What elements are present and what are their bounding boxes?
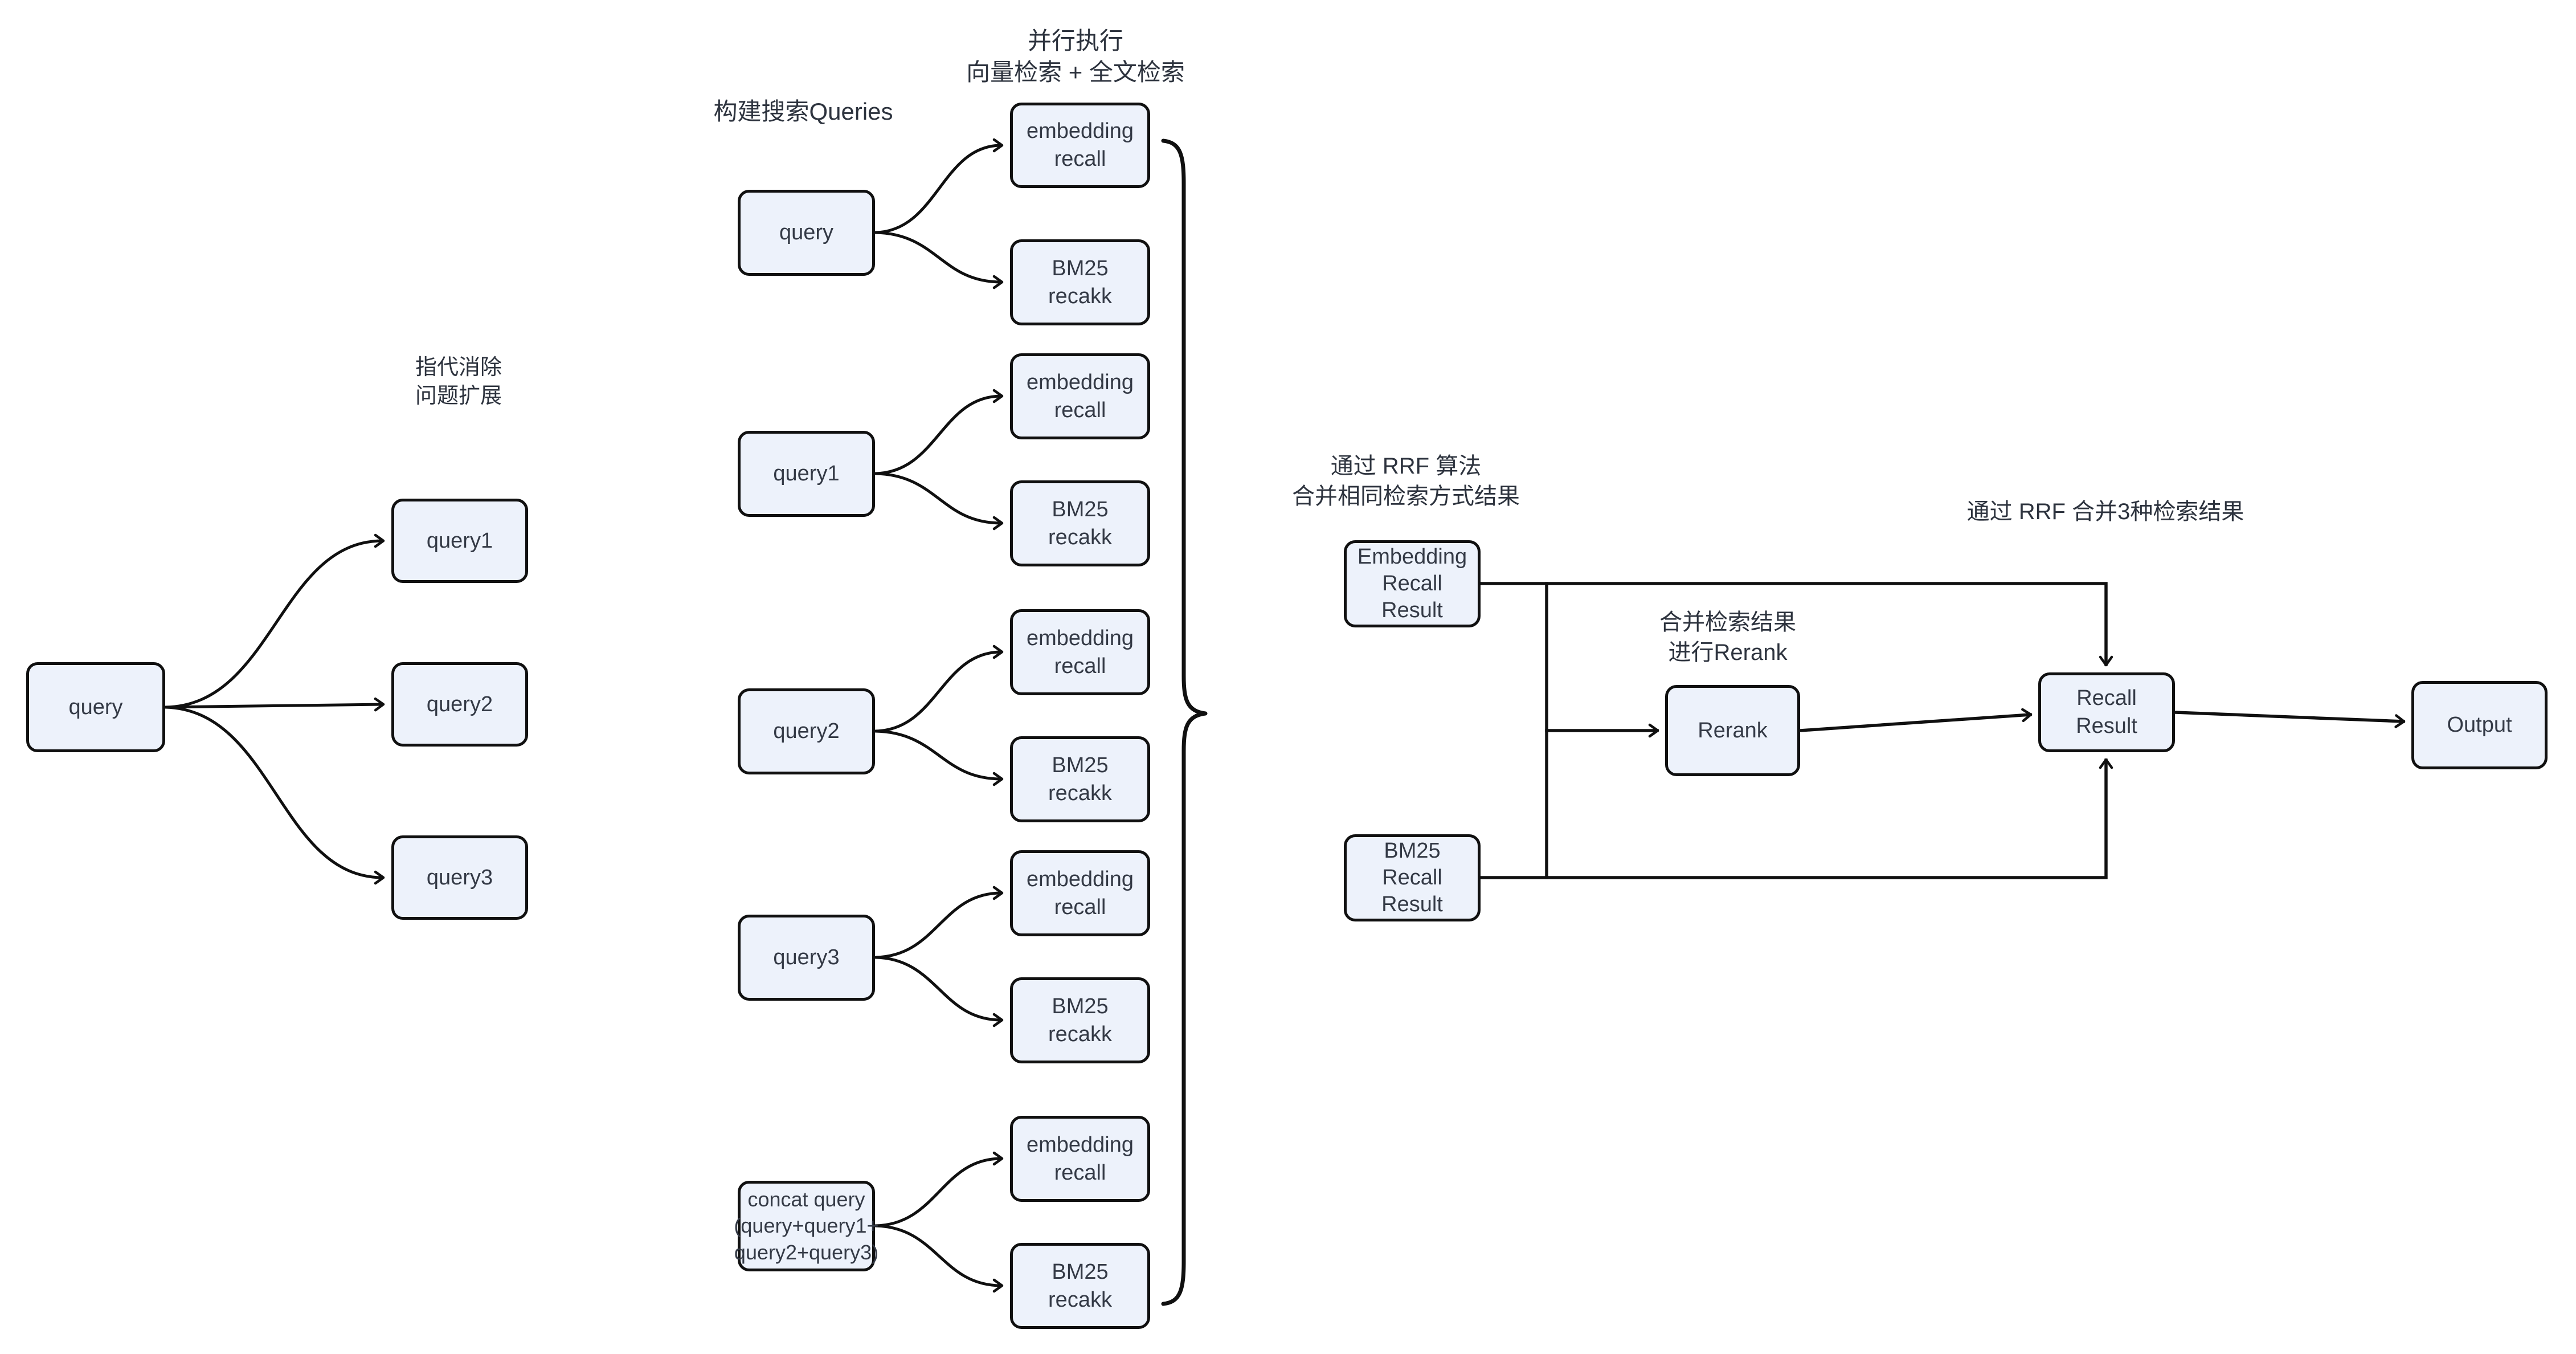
node-query3-expanded: query3 [391,835,528,920]
node-embedding-recall-result: Embedding Recall Result [1344,540,1481,627]
label-rrf-merge-three: 通过 RRF 合并3种检索结果 [1966,499,2244,524]
node-rerank: Rerank [1665,685,1800,776]
edges-middle-fans [873,138,1004,1293]
node-search-query1: query1 [738,431,875,517]
label-left-stage: 指代消除 问题扩展 [415,356,502,409]
node-bm25-recall-5: BM25 recakk [1010,1243,1150,1329]
node-search-query: query [738,190,875,276]
node-embedding-recall-3: embedding recall [1010,609,1150,695]
node-query1-expanded: query1 [391,499,528,583]
node-embedding-recall-5: embedding recall [1010,1116,1150,1202]
label-rrf-merge-same: 通过 RRF 算法 合并相同检索方式结果 [1292,454,1520,509]
node-bm25-recall-3: BM25 recakk [1010,736,1150,822]
edges-left-fan [163,533,385,885]
node-embedding-recall-1: embedding recall [1010,103,1150,188]
node-embedding-recall-4: embedding recall [1010,850,1150,936]
node-embedding-recall-2: embedding recall [1010,353,1150,439]
edges-right-section [1479,582,2406,879]
node-bm25-recall-1: BM25 recakk [1010,239,1150,325]
node-bm25-recall-result: BM25 Recall Result [1344,834,1481,921]
label-build-queries: 构建搜索Queries [713,98,893,125]
node-search-query3: query3 [738,915,875,1001]
node-search-query2: query2 [738,688,875,774]
node-query-source: query [26,662,165,752]
label-merge-rerank: 合并检索结果 进行Rerank [1659,610,1796,665]
node-recall-result: Recall Result [2038,672,2175,752]
node-bm25-recall-4: BM25 recakk [1010,977,1150,1063]
node-bm25-recall-2: BM25 recakk [1010,480,1150,566]
node-query2-expanded: query2 [391,662,528,747]
label-parallel-exec: 并行执行 向量检索 + 全文检索 [966,27,1185,86]
node-concat-query: concat query (query+query1+ query2+query… [734,1181,879,1271]
node-output: Output [2411,681,2548,769]
curly-brace [1161,138,1208,1306]
